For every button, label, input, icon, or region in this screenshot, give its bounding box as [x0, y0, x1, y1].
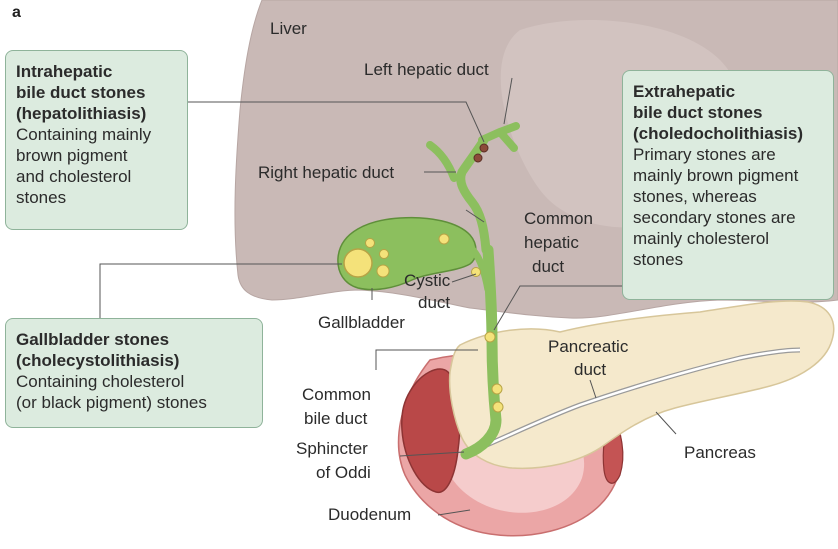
gallbladder-stone — [366, 239, 375, 248]
box-title-line: Extrahepatic — [633, 81, 823, 102]
gallbladder-stone-large — [344, 249, 372, 277]
hepatic-stone — [474, 154, 482, 162]
box-desc-line: Primary stones are — [633, 144, 823, 165]
label-common-hepatic-duct-1: Common — [524, 209, 593, 228]
label-common-bile-duct-2: bile duct — [304, 409, 368, 428]
gallbladder-stones-box: Gallbladder stones (cholecystolithiasis)… — [5, 318, 263, 428]
box-desc-line: mainly brown pigment — [633, 165, 823, 186]
label-sphincter-2: of Oddi — [316, 463, 371, 482]
box-desc-line: Containing mainly — [16, 124, 177, 145]
label-common-bile-duct-1: Common — [302, 385, 371, 404]
box-title-line: (hepatolithiasis) — [16, 103, 177, 124]
box-desc-line: mainly cholesterol — [633, 228, 823, 249]
bile-duct-stone — [492, 384, 502, 394]
box-desc-line: stones — [16, 187, 177, 208]
label-right-hepatic-duct: Right hepatic duct — [258, 163, 394, 182]
box-desc-line: and cholesterol — [16, 166, 177, 187]
box-desc-line: stones — [633, 249, 823, 270]
box-title-line: (cholecystolithiasis) — [16, 350, 252, 371]
label-sphincter-1: Sphincter — [296, 439, 368, 458]
box-title-line: bile duct stones — [16, 82, 177, 103]
label-left-hepatic-duct: Left hepatic duct — [364, 60, 489, 79]
box-title-line: Intrahepatic — [16, 61, 177, 82]
intrahepatic-stones-box: Intrahepatic bile duct stones (hepatolit… — [5, 50, 188, 230]
label-common-hepatic-duct-2: hepatic — [524, 233, 579, 252]
box-title-line: (choledocholithiasis) — [633, 123, 823, 144]
gallbladder-stone — [439, 234, 449, 244]
panel-letter: a — [12, 4, 21, 22]
bile-duct-stone — [485, 332, 495, 342]
extrahepatic-stones-box: Extrahepatic bile duct stones (choledoch… — [622, 70, 834, 300]
label-pancreas: Pancreas — [684, 443, 756, 462]
box-desc-line: stones, whereas — [633, 186, 823, 207]
hepatic-stone — [480, 144, 488, 152]
bile-duct-stone — [493, 402, 503, 412]
label-cystic-duct-1: Cystic — [404, 271, 451, 290]
label-liver: Liver — [270, 19, 307, 38]
label-common-hepatic-duct-3: duct — [532, 257, 564, 276]
box-desc-line: brown pigment — [16, 145, 177, 166]
box-desc-line: (or black pigment) stones — [16, 392, 252, 413]
label-duodenum: Duodenum — [328, 505, 411, 524]
label-gallbladder: Gallbladder — [318, 313, 405, 332]
box-desc-line: Containing cholesterol — [16, 371, 252, 392]
label-pancreatic-duct-1: Pancreatic — [548, 337, 629, 356]
box-title-line: bile duct stones — [633, 102, 823, 123]
label-cystic-duct-2: duct — [418, 293, 450, 312]
label-pancreatic-duct-2: duct — [574, 360, 606, 379]
gallbladder-stone — [377, 265, 389, 277]
gallbladder-stone — [380, 250, 389, 259]
box-title-line: Gallbladder stones — [16, 329, 252, 350]
box-desc-line: secondary stones are — [633, 207, 823, 228]
